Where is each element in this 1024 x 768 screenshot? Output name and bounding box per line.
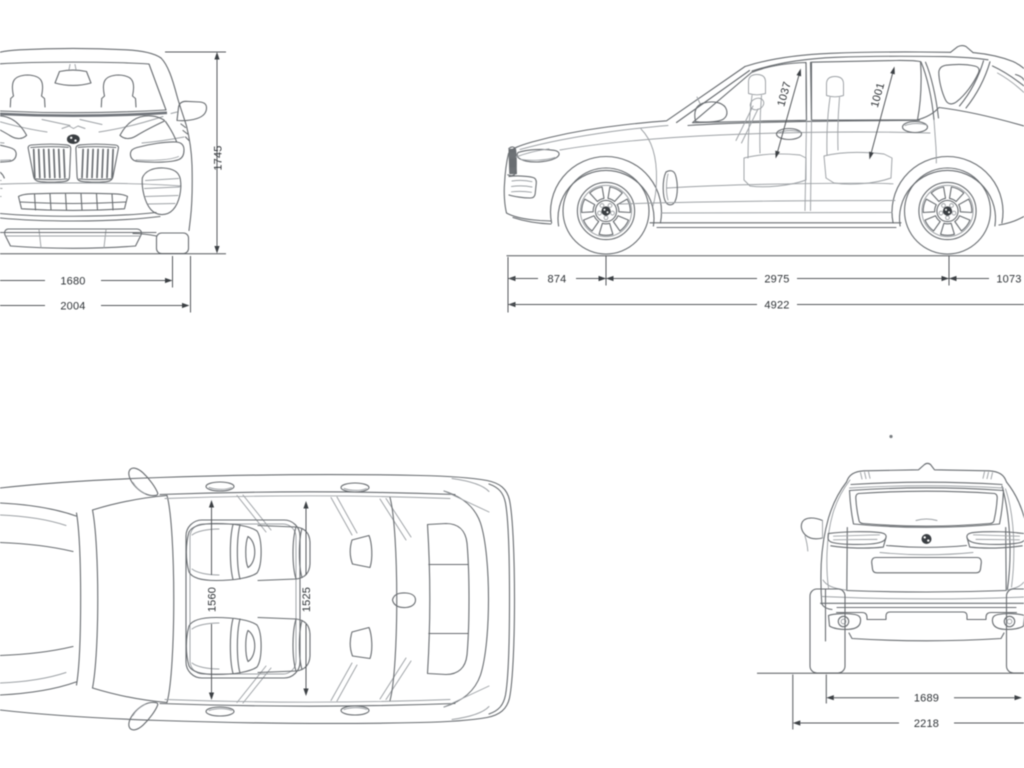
svg-text:1745: 1745 <box>213 145 225 170</box>
svg-text:1689: 1689 <box>914 693 939 705</box>
svg-text:874: 874 <box>548 274 567 286</box>
svg-text:1560: 1560 <box>207 587 219 612</box>
svg-text:1525: 1525 <box>301 587 313 612</box>
svg-text:2975: 2975 <box>764 274 789 286</box>
svg-text:4922: 4922 <box>764 300 789 312</box>
svg-text:1073: 1073 <box>996 274 1021 286</box>
svg-text:2218: 2218 <box>914 718 939 730</box>
svg-text:1680: 1680 <box>60 276 85 288</box>
svg-text:2004: 2004 <box>60 301 85 313</box>
